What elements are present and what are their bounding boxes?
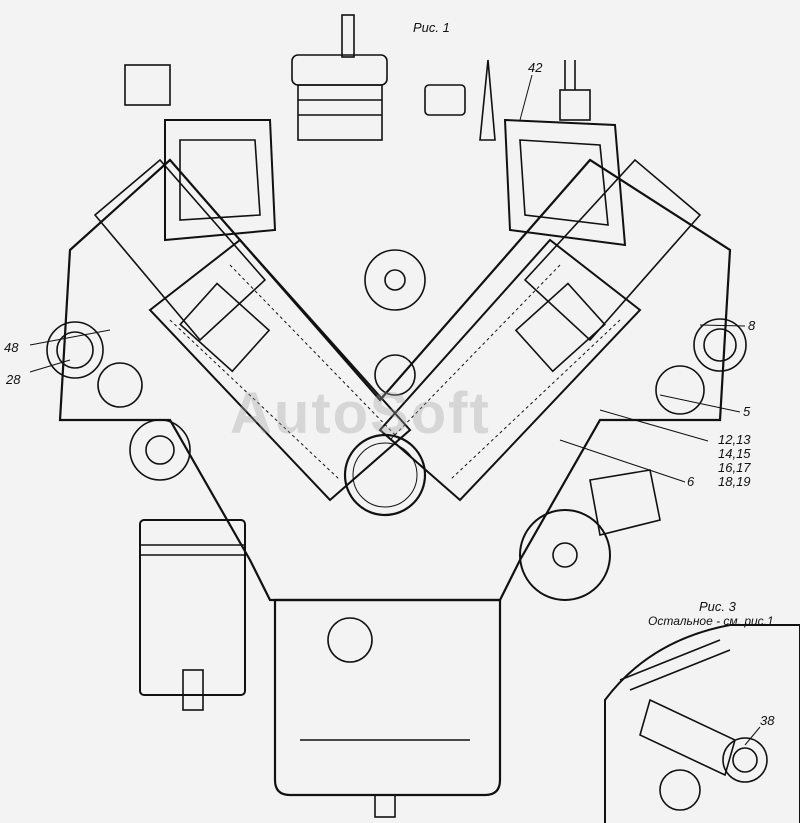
callout-28: 28 — [6, 372, 21, 387]
right-cylinder — [378, 238, 642, 502]
crankshaft — [343, 433, 427, 517]
callout-38: 38 — [760, 713, 775, 728]
callout-48: 48 — [4, 340, 19, 355]
callout-5: 5 — [743, 404, 751, 419]
callout-14-15: 14,15 — [718, 446, 751, 461]
oil-filter — [129, 419, 246, 711]
figure-title: Рис. 1 — [413, 20, 450, 35]
oil-pan — [273, 598, 502, 797]
watermark: AutoSoft — [230, 381, 491, 446]
callout-18-19: 18,19 — [718, 474, 751, 489]
inset-detail — [604, 624, 800, 823]
compressor — [291, 14, 388, 141]
left-cylinder — [148, 238, 412, 502]
engine-block — [58, 158, 732, 602]
inset-title: Рис. 3 — [699, 599, 736, 614]
callout-12-13: 12,13 — [718, 432, 751, 447]
pump — [519, 509, 611, 601]
callout-6: 6 — [687, 474, 695, 489]
inset-note: Остальное - см. рис.1 — [648, 614, 774, 628]
leader-lines — [29, 74, 761, 746]
callout-16-17: 16,17 — [718, 460, 751, 475]
callout-42: 42 — [528, 60, 543, 75]
callout-8: 8 — [748, 318, 756, 333]
